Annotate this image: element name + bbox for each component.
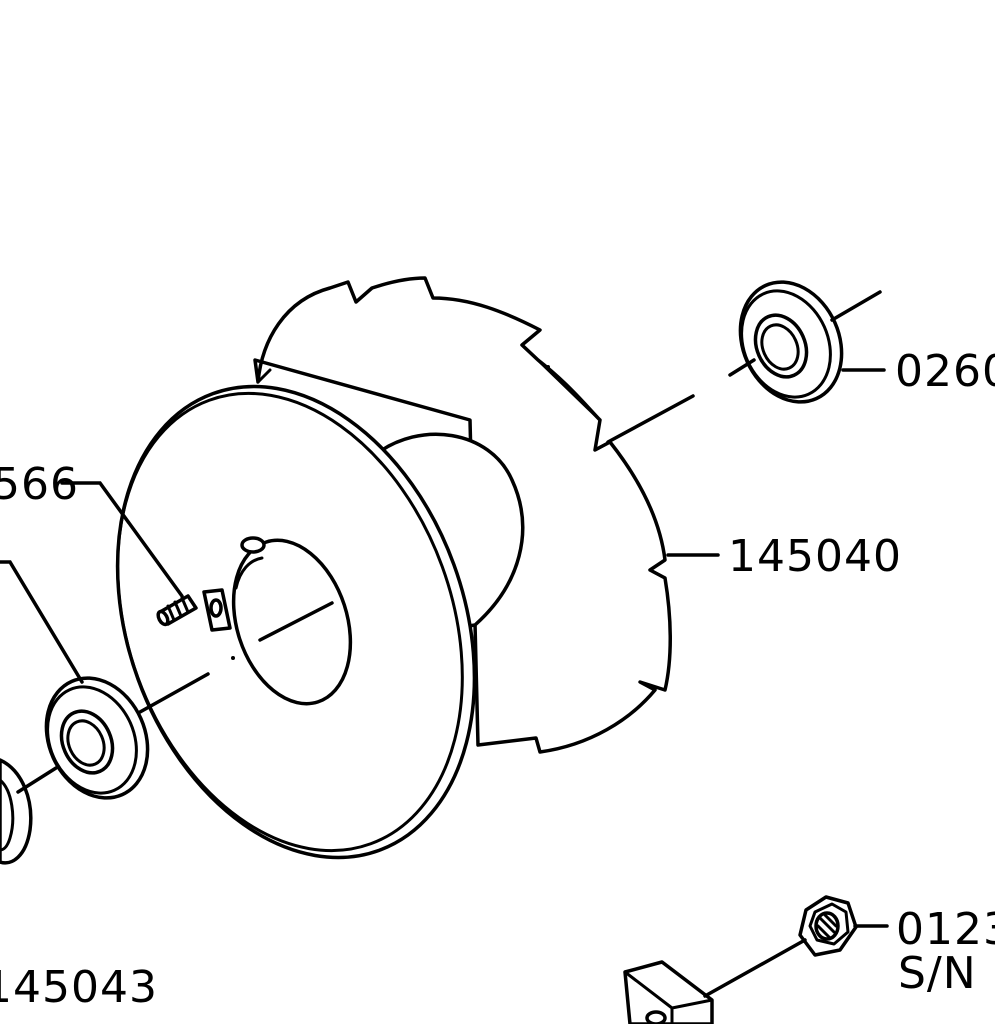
- left-bearing: [44, 676, 150, 800]
- callout-nut-note: S/N: [898, 948, 977, 999]
- callout-bottom-left: 145043: [0, 962, 158, 1013]
- set-screw: [156, 594, 198, 627]
- callout-right-bearing: 0260: [895, 346, 995, 397]
- callout-nut: 0123: [896, 904, 995, 955]
- callout-set-screw: 566: [0, 459, 79, 510]
- partial-bearing: [0, 758, 33, 865]
- rear-notched-flange: [253, 276, 672, 754]
- front-disk: [115, 384, 477, 860]
- square-key: [202, 588, 232, 632]
- callout-spindle-disk: 145040: [728, 531, 902, 582]
- hex-nut: [798, 895, 858, 957]
- leader-lines: [0, 290, 889, 998]
- square-plate: [623, 960, 714, 1024]
- right-bearing: [738, 280, 844, 404]
